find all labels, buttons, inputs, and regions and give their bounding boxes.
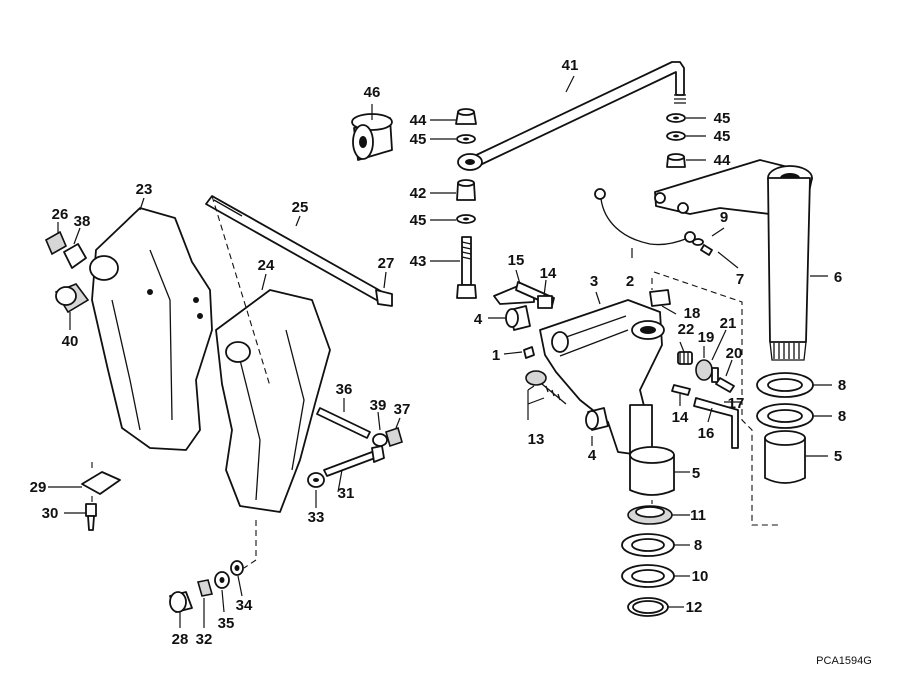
callout-16: 16: [698, 425, 715, 442]
clamp-bracket-port: [89, 207, 213, 451]
callout-21: 21: [720, 315, 737, 332]
callout-3: 3: [590, 273, 598, 290]
callout-4: 4: [588, 447, 597, 464]
callout-36: 36: [336, 381, 353, 398]
steering-arm-tube: [654, 159, 813, 361]
callout-37: 37: [394, 401, 411, 418]
bolt-hardware: [169, 560, 244, 613]
callout-43: 43: [410, 253, 427, 270]
callout-18: 18: [684, 305, 701, 322]
callout-28: 28: [172, 631, 189, 648]
callout-38: 38: [74, 213, 91, 230]
callout-19: 19: [698, 329, 715, 346]
callout-14: 14: [672, 409, 689, 426]
callout-1: 1: [492, 347, 500, 364]
callout-42: 42: [410, 185, 427, 202]
callout-7: 7: [736, 271, 744, 288]
callout-24: 24: [258, 257, 275, 274]
callout-27: 27: [378, 255, 395, 272]
ground-wire: [594, 188, 713, 256]
assembly-lines: [91, 195, 780, 569]
callout-9: 9: [720, 209, 728, 226]
leader-lines: [48, 75, 832, 628]
callout-5: 5: [692, 465, 700, 482]
callout-33: 33: [308, 509, 325, 526]
callout-11: 11: [690, 507, 706, 524]
callout-34: 34: [236, 597, 253, 614]
grease-fitting: [523, 346, 535, 359]
bracket-bolt: [307, 445, 385, 488]
clamp-bracket-starboard: [215, 289, 331, 513]
clamp-screw-nuts: [44, 230, 90, 314]
callout-25: 25: [292, 199, 309, 216]
callout-8: 8: [838, 408, 846, 425]
detent-spring-plunger: [525, 370, 567, 405]
callout-6: 6: [834, 269, 842, 286]
link-stack-left: [455, 108, 477, 299]
drawing-code: PCA1594G: [816, 655, 872, 667]
callout-5: 5: [834, 448, 842, 465]
reverse-lock-stud: [316, 407, 403, 448]
rubber-bushing: [351, 113, 393, 161]
callout-46: 46: [364, 84, 381, 101]
callout-13: 13: [528, 431, 545, 448]
callout-8: 8: [838, 377, 846, 394]
callout-45: 45: [714, 128, 731, 145]
swivel-bushings: [505, 305, 609, 431]
callout-8: 8: [694, 537, 702, 554]
callout-14: 14: [540, 265, 557, 282]
washer-stack-center: [621, 446, 675, 617]
swivel-bracket: [539, 299, 665, 460]
steering-link-rod: [457, 61, 686, 171]
callout-26: 26: [52, 206, 69, 223]
callout-32: 32: [196, 631, 213, 648]
callout-30: 30: [42, 505, 59, 522]
pins-and-latch: [493, 281, 739, 449]
tilt-lock-parts: [649, 289, 735, 393]
callout-12: 12: [686, 599, 703, 616]
callout-4: 4: [474, 311, 483, 328]
callout-29: 29: [30, 479, 47, 496]
callout-22: 22: [678, 321, 695, 338]
callout-17: 17: [728, 395, 745, 412]
nut-plate: [81, 471, 121, 531]
callout-41: 41: [562, 57, 579, 74]
callout-44: 44: [410, 112, 427, 129]
callout-40: 40: [62, 333, 79, 350]
callout-23: 23: [136, 181, 153, 198]
callout-20: 20: [726, 345, 743, 362]
link-stack-right: [666, 113, 686, 168]
callout-31: 31: [338, 485, 355, 502]
callout-45: 45: [714, 110, 731, 127]
callout-2: 2: [626, 273, 634, 290]
tilt-tube: [205, 195, 393, 307]
callout-39: 39: [370, 397, 387, 414]
callout-45: 45: [410, 131, 427, 148]
washer-stack-right: [756, 372, 814, 484]
callout-44: 44: [714, 152, 731, 169]
callout-35: 35: [218, 615, 235, 632]
callout-15: 15: [508, 252, 525, 269]
callout-45: 45: [410, 212, 427, 229]
callout-labels: 41 46 44 45 42 45 43 45 45 44 2 9 7 6 15…: [30, 57, 847, 648]
callout-10: 10: [692, 568, 709, 585]
